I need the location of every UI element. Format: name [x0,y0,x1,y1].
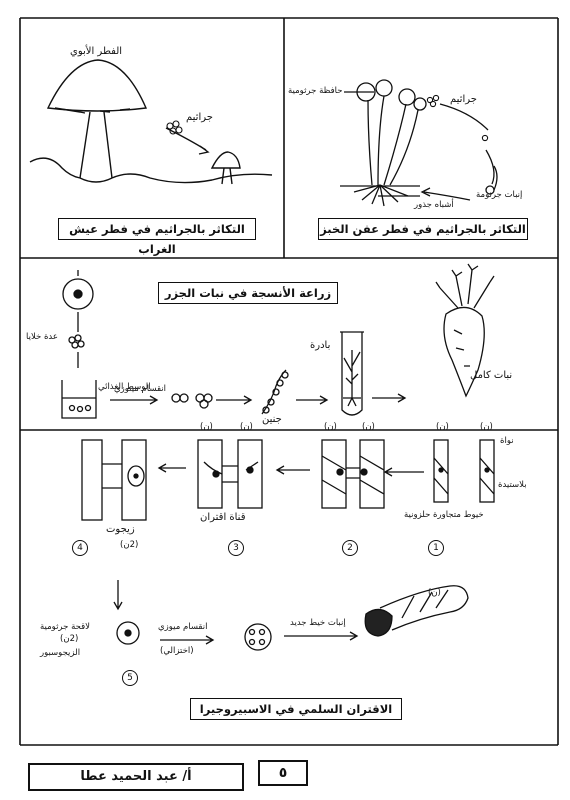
step-number-5: 5 [122,670,138,686]
label-n-1b: (ن) [436,422,449,432]
label-n-2b: (ن) [324,422,337,432]
caption-mushroom-spores: التكاثر بالجراثيم في فطر عيش الغراب [58,218,256,256]
label-meiosis: انقسام ميوزي [158,622,208,632]
spirogyra-drawing [81,439,495,651]
caption-bread-mold-spores: التكاثر بالجراثيم في فطر عفن الخبز [318,218,528,240]
panel-borders [19,17,559,746]
caption-tissue-culture: زراعة الأنسجة في نبات الجزر [158,282,338,304]
spores-cluster-2 [426,94,489,142]
label-seedling: بادرة [310,340,331,351]
label-helical-chloroplast: خيوط متجاورة حلزونية [404,510,484,520]
step-number-1: 1 [428,540,444,556]
label-reductional: (اختزالي) [160,646,194,656]
label-germ-spore: إنبات جرثومة [476,190,523,200]
label-parent-fungus: الفطر الأبوي [70,46,123,57]
label-thick-spore-ploidy: (2ن) [60,634,79,644]
label-zygospore: الزيجوسبور [40,648,81,658]
label-n-2a: (ن) [362,422,375,432]
label-n-filament: (ن) [428,588,441,598]
label-n-3a: (ن) [240,422,253,432]
label-conjugation-channel: قناة اقتران [200,512,246,523]
label-zygote-ploidy: (2ن) [120,540,139,550]
label-sporangium: حافظة جرثومية [288,86,343,96]
step-number-4: 4 [72,540,88,556]
tissue-culture-drawing [61,263,495,419]
label-n-3b: (ن) [200,422,213,432]
step-number-2: 2 [342,540,358,556]
label-n-1a: (ن) [480,422,493,432]
label-chloroplast: بلاستيدة [498,480,527,490]
bread-mold-drawing [340,79,498,207]
label-thick-spore: لاقحة جرثومية [40,622,91,632]
caption-spirogyra-conjugation: الاقتران السلمي في الاسبيروجيرا [190,698,402,720]
label-rhizoids: أشباه جذور [414,200,454,210]
label-nucleus: نواة [500,436,514,446]
mushroom-drawing [29,59,273,185]
label-embryo: جنين [262,414,282,425]
label-whole-plant: نبات كامل [470,370,513,381]
label-mitosis: انقسام ميتوزي [114,384,166,394]
label-new-filament: إنبات خيط جديد [290,618,346,628]
step-number-3: 3 [228,540,244,556]
page-number: ٥ [258,760,308,786]
label-nutrient-medium: الوسط الغذائي [98,382,151,392]
spores-cluster-1 [166,120,183,135]
label-spores-mushroom: جراثيم [186,112,213,123]
author-name: أ/ عبد الحميد عطا [28,763,244,791]
label-zygote: زيجوت [106,524,135,535]
label-spores-mold: جراثيم [450,94,477,105]
label-several-cells: عدة خلايا [26,332,58,342]
